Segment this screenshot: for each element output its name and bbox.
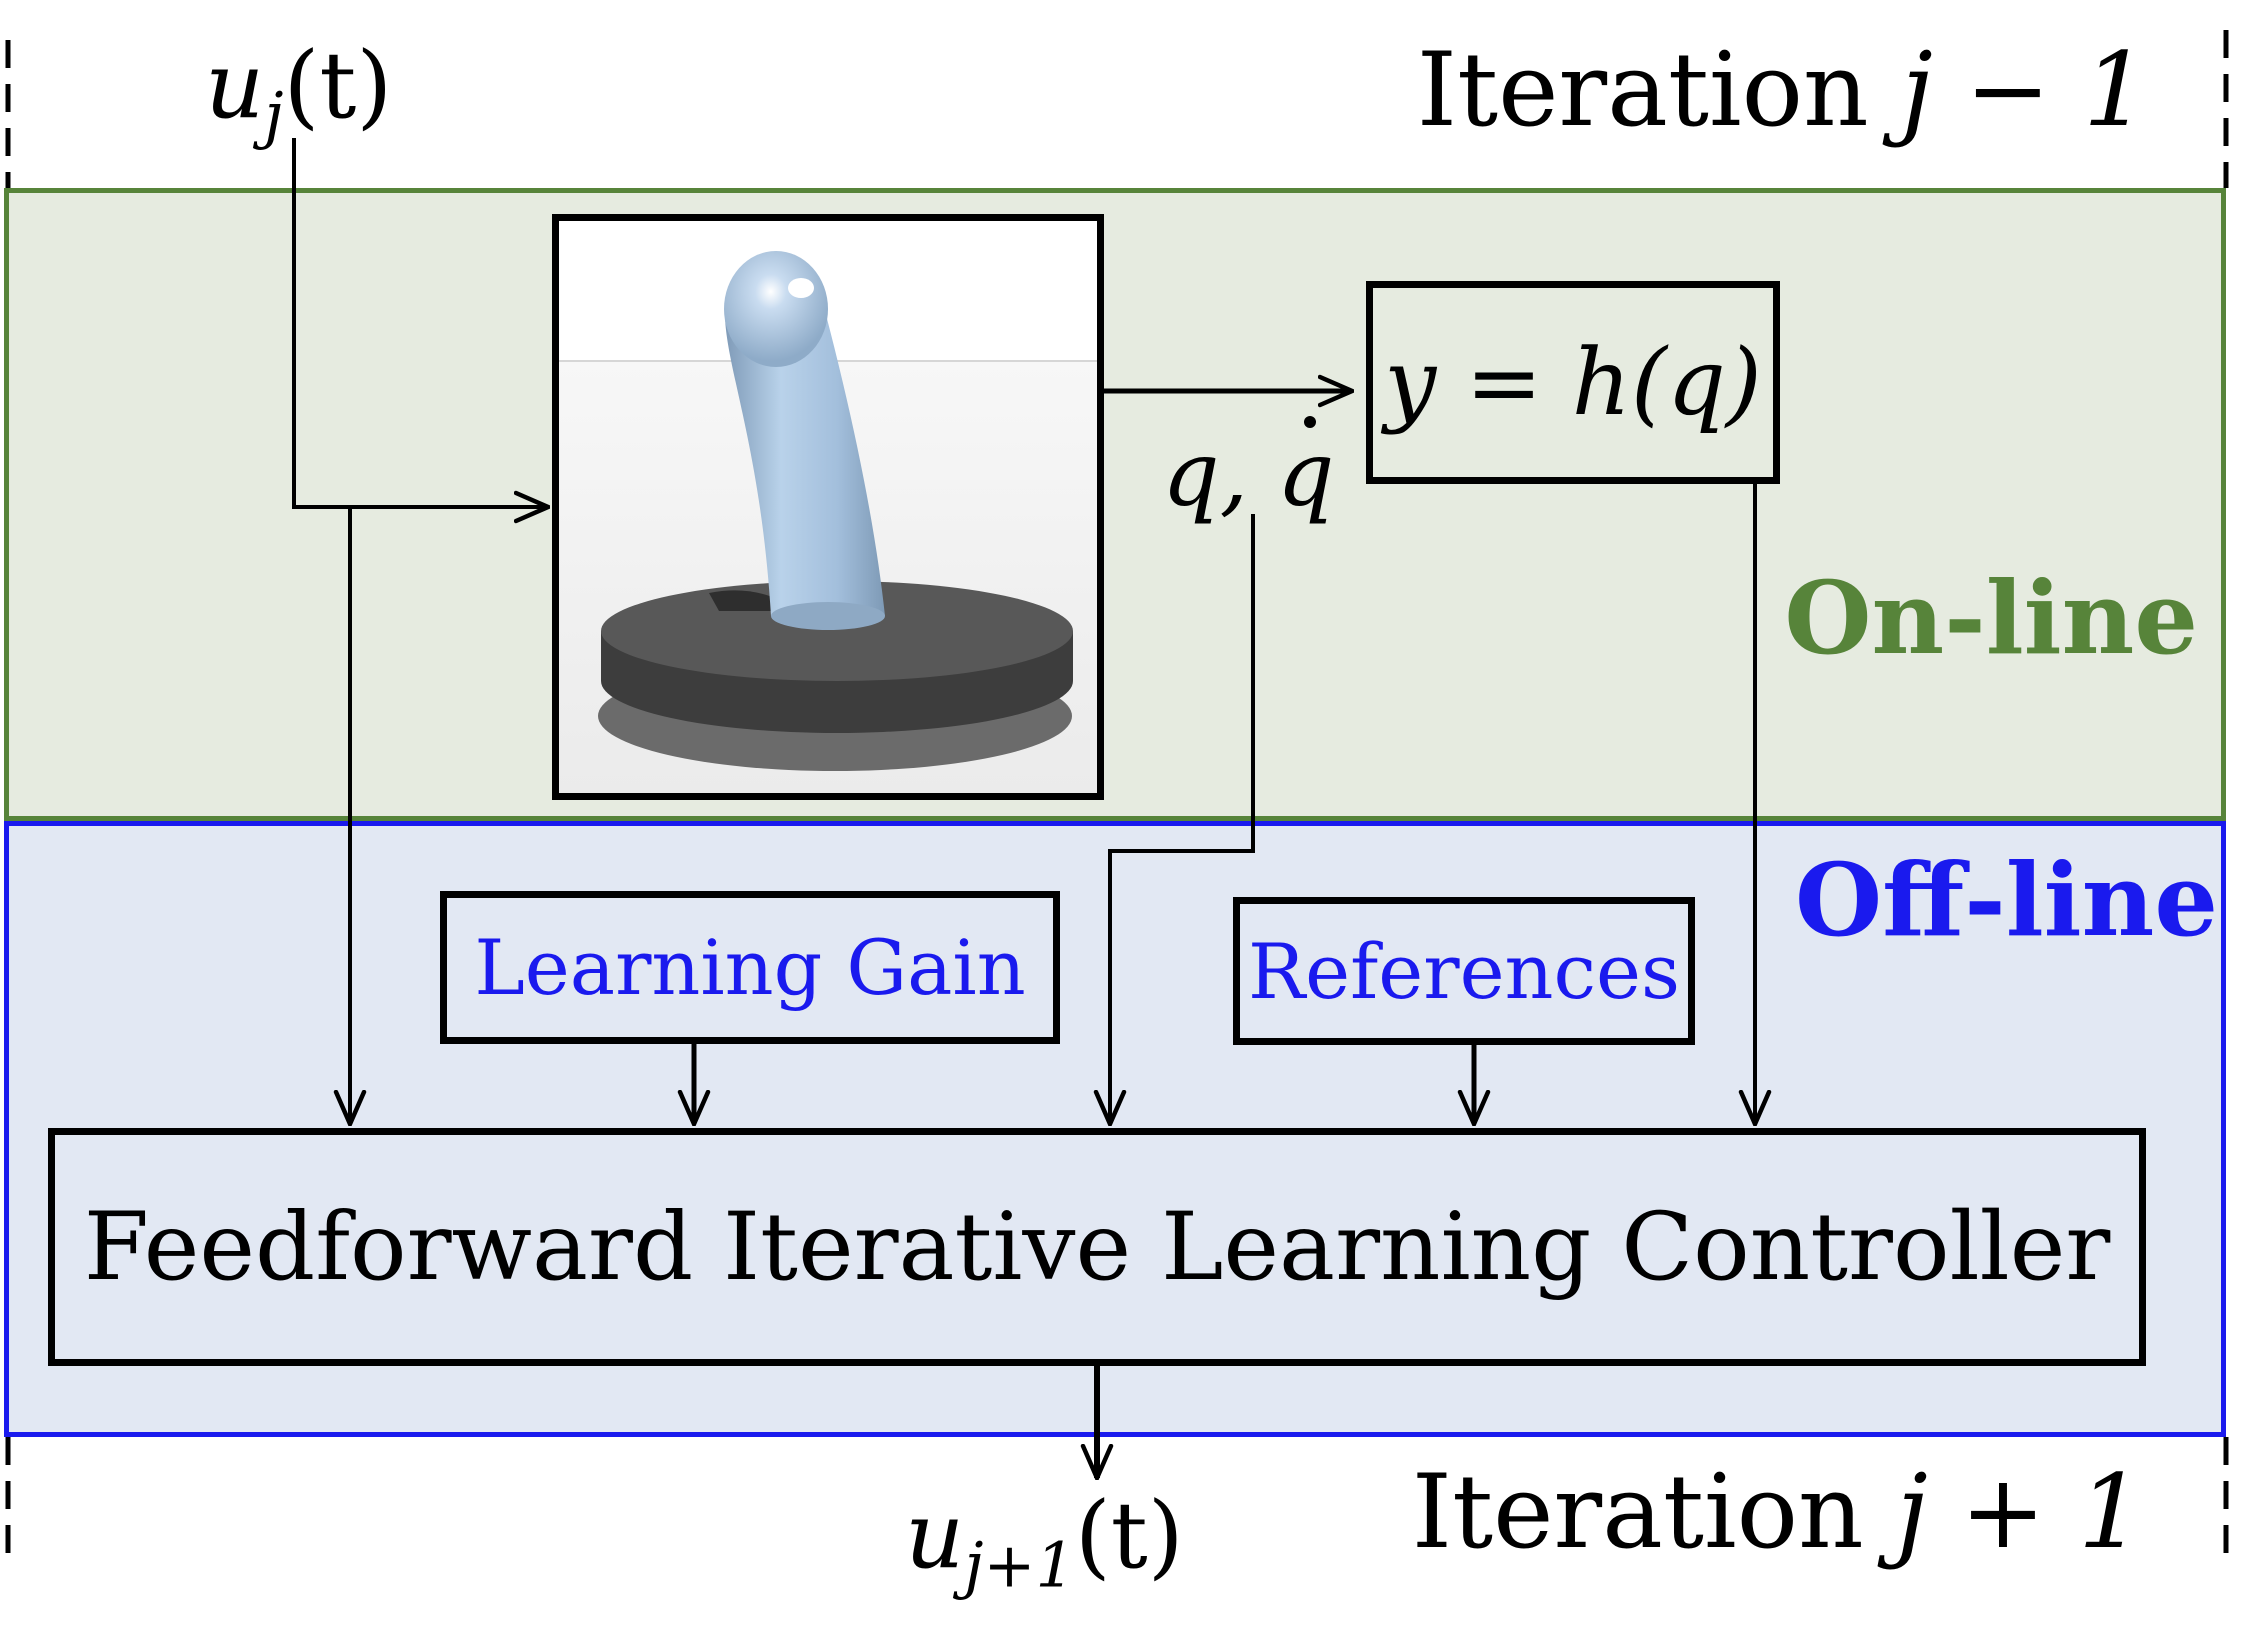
iteration-previous-label: Iteration j − 1 — [1417, 40, 2148, 142]
state-signal-label: q, q — [1162, 416, 1335, 527]
feedforward-ilc-block: Feedforward Iterative Learning Controlle… — [48, 1128, 2146, 1366]
state-qdot: q — [1276, 416, 1335, 527]
references-block: References — [1233, 897, 1695, 1045]
output-signal-u: u — [905, 1482, 965, 1589]
output-map-block: y = h(q) — [1366, 281, 1780, 484]
input-signal-arg: (t) — [283, 32, 393, 139]
output-signal-sub: j+1 — [964, 1528, 1075, 1602]
soft-robot-arm-image — [559, 221, 1097, 793]
iteration-next-label: Iteration j + 1 — [1412, 1462, 2143, 1564]
input-signal-u: u — [205, 32, 265, 139]
output-signal-arg: (t) — [1074, 1482, 1184, 1589]
iteration-previous-word: Iteration — [1416, 31, 1869, 150]
online-region — [4, 188, 2226, 821]
iteration-next-word: Iteration — [1411, 1453, 1864, 1572]
output-signal-label: uj+1(t) — [905, 1490, 1184, 1596]
iteration-next-index: j + 1 — [1896, 1453, 2143, 1572]
input-signal-sub: j — [264, 78, 284, 152]
robot-image-frame — [552, 214, 1104, 800]
offline-label: Off-line — [1795, 841, 2218, 959]
online-label: On-line — [1784, 559, 2198, 677]
learning-gain-block: Learning Gain — [440, 891, 1060, 1044]
iteration-previous-index: j − 1 — [1901, 31, 2148, 150]
state-q: q, — [1162, 422, 1249, 527]
input-signal-label: uj(t) — [205, 40, 392, 146]
